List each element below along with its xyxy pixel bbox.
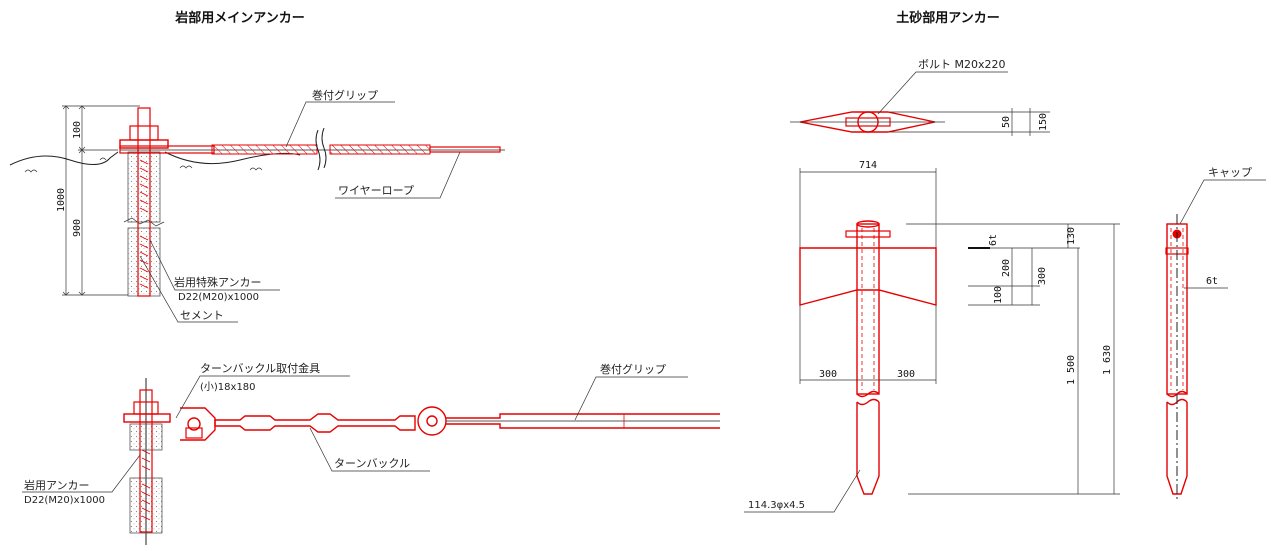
fitting-leader	[175, 375, 350, 419]
soil-pipe-lower	[856, 402, 880, 495]
fitting-label: ターンバックル取付金具	[200, 361, 320, 375]
cement-lower-a	[129, 423, 163, 451]
rod-thread	[139, 159, 149, 289]
soil-anchor-side-view: キャップ 6t	[1165, 166, 1266, 500]
wire-leader	[335, 151, 461, 199]
dim-150: 150	[1038, 113, 1049, 131]
dim-6t-a: 6t	[988, 234, 999, 246]
grip-leader	[285, 101, 395, 148]
bolt-label: ボルト M20x220	[918, 58, 1006, 71]
cement-leader	[139, 255, 238, 323]
lower-nut	[133, 401, 159, 415]
anchor-nut	[129, 125, 159, 141]
turnbuckle-leader	[309, 427, 430, 472]
wrap-grip-1	[211, 144, 318, 155]
rock-anchor-title: 岩部用メインアンカー	[174, 10, 304, 26]
dim-900: 900	[72, 219, 83, 237]
rock-anchor-turnbuckle-view: ターンバックル取付金具 (小)18x180 巻付グリップ ターンバックル 岩用ア…	[22, 361, 720, 545]
dim-130: 130	[1066, 227, 1077, 245]
turnbuckle-body	[214, 413, 416, 433]
wire-rope-label: ワイヤーロープ	[338, 184, 414, 197]
dim-300-left: 300	[819, 369, 837, 380]
dim-100-soil: 100	[993, 286, 1004, 304]
cement-label: セメント	[180, 309, 224, 322]
pipe-top	[856, 220, 880, 228]
wrap-grip-2	[329, 144, 431, 155]
anchor-plate	[119, 139, 169, 149]
rock-anchor-section-view: 巻付グリップ ワイヤーロープ 岩用特殊アンカー D22(M20)x1000 セメ…	[9, 88, 505, 323]
break-symbol	[315, 127, 327, 171]
grip-label-upper: 巻付グリップ	[312, 88, 378, 102]
rock-anchor-spec: D22(M20)x1000	[24, 495, 105, 506]
dim-100: 100	[72, 121, 83, 139]
special-anchor-leader	[149, 239, 280, 291]
lower-plate	[123, 413, 171, 423]
thimble-inner	[426, 415, 438, 427]
lower-grip-leader	[574, 376, 688, 421]
cement-fill-upper	[127, 151, 161, 223]
shackle-pin	[187, 417, 201, 431]
soil-pipe-upper	[856, 223, 880, 395]
rock-anchor-label: 岩用アンカー	[24, 478, 90, 492]
soil-anchor-title: 土砂部用アンカー	[896, 10, 999, 26]
dim-50: 50	[1001, 116, 1012, 128]
special-anchor-spec: D22(M20)x1000	[178, 292, 259, 303]
wire-rope	[429, 146, 501, 153]
thimble-ring	[417, 406, 447, 436]
special-anchor-label: 岩用特殊アンカー	[174, 275, 262, 289]
wing-plate	[799, 247, 937, 306]
dim-200: 200	[1001, 259, 1012, 277]
soil-anchor-plan-view: ボルト M20x220 50 150	[790, 58, 1050, 136]
dim-1630: 1 630	[1102, 345, 1113, 375]
bolt-front	[845, 230, 891, 238]
dim-1500: 1 500	[1066, 355, 1077, 385]
dim-300-right: 300	[897, 369, 915, 380]
rock-anchor-leader	[22, 454, 141, 493]
shackle-nut	[185, 427, 203, 439]
break-line	[123, 217, 165, 227]
dim-6t-b: 6t	[1206, 276, 1218, 287]
rock-anchor-rod	[139, 389, 153, 533]
pipe-label: 114.3φx4.5	[748, 500, 805, 511]
dim-1000: 1000	[56, 188, 67, 212]
grip-label-lower: 巻付グリップ	[600, 362, 666, 376]
pipe-break	[856, 390, 880, 406]
turnbuckle-label: ターンバックル	[334, 457, 410, 470]
dim-arrows	[62, 105, 86, 296]
shackle	[180, 407, 216, 441]
dim-300-v: 300	[1037, 267, 1048, 285]
rod-thread-lower	[141, 449, 151, 521]
cap-label: キャップ	[1208, 166, 1252, 179]
ground-marks	[24, 157, 263, 173]
special-anchor-rod	[137, 107, 151, 297]
pipe-leader	[744, 469, 861, 513]
cap-leader	[1179, 179, 1266, 225]
dim-714: 714	[859, 160, 877, 171]
bolt-leader	[877, 71, 1008, 115]
ground-line-left	[9, 151, 119, 166]
fitting-spec: (小)18x180	[200, 381, 256, 393]
lower-wrap-grip	[446, 413, 720, 429]
soil-anchor-front-view: 714 300 300 114.3φx4.5 6t 130 200 100	[744, 160, 1120, 513]
cement-lower-b	[129, 477, 163, 534]
